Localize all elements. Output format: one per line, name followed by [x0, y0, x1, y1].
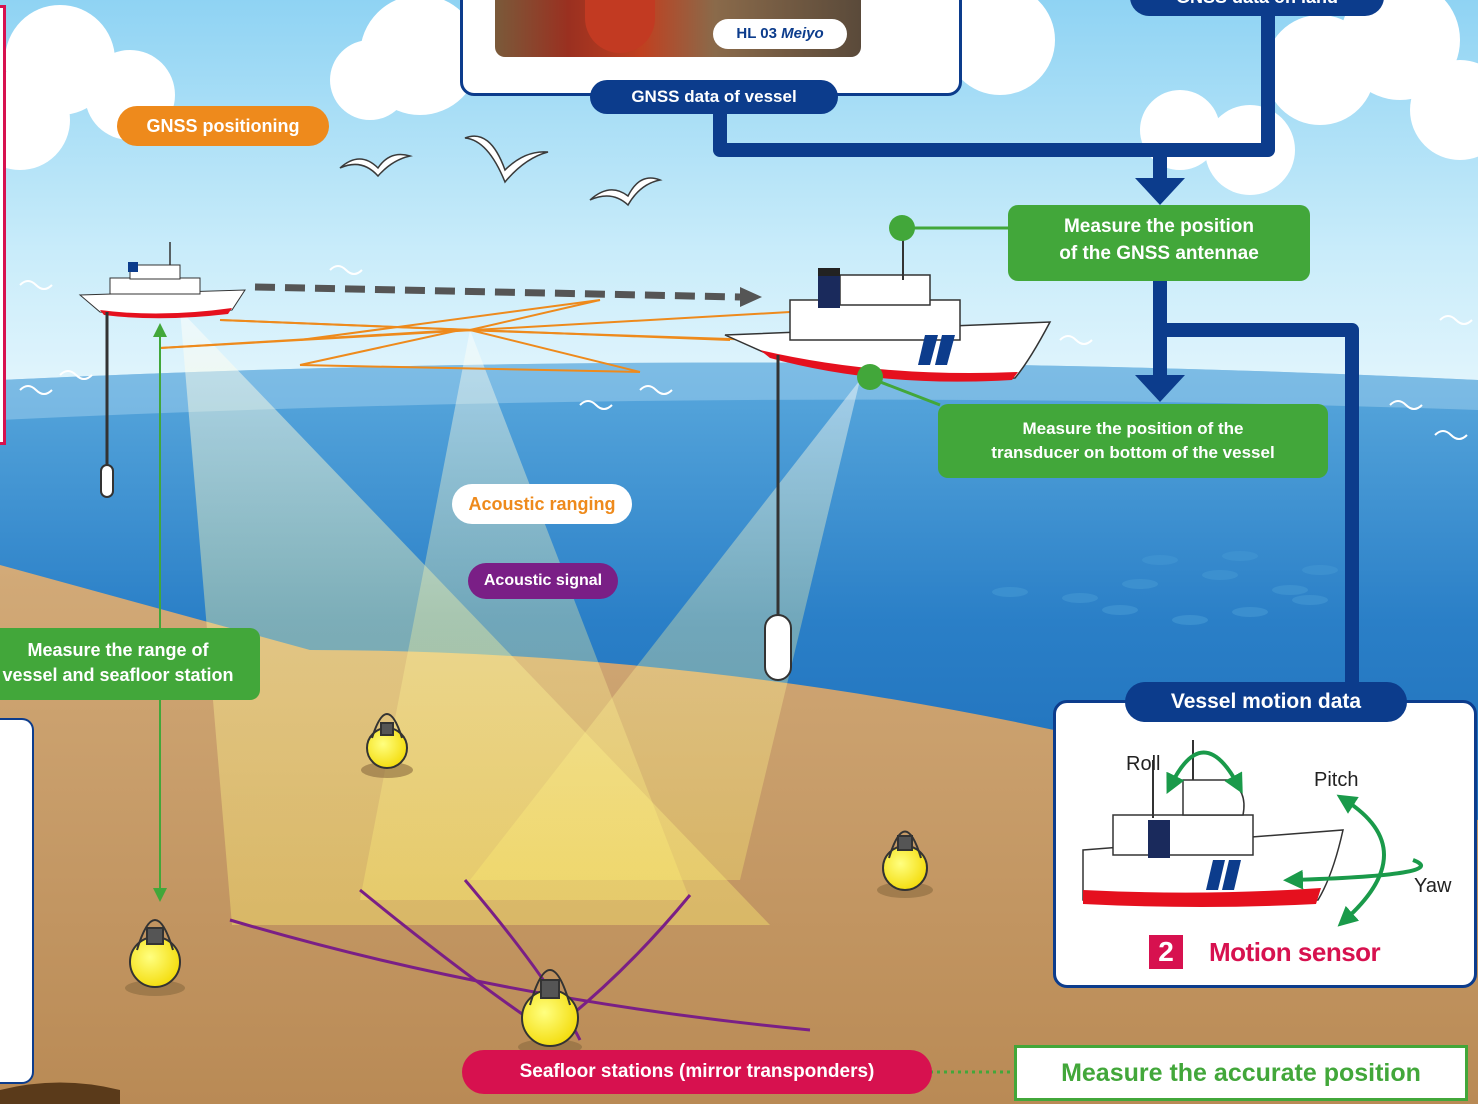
motion-sensor-label: Motion sensor — [1209, 937, 1381, 967]
gnss-antenna-marker — [889, 215, 915, 241]
measure-transducer-line2: transducer on bottom of the vessel — [991, 442, 1275, 462]
acoustic-signal-label: Acoustic signal — [468, 563, 618, 599]
pitch-label: Pitch — [1314, 769, 1359, 791]
data-arrow-heads — [1135, 178, 1185, 402]
vessel-code: HL 03 — [736, 25, 777, 42]
acoustic-ranging-label: Acoustic ranging — [452, 484, 632, 524]
seafloor-stations — [125, 713, 933, 1055]
measure-range-label: Measure the range of vessel and seafloor… — [0, 628, 260, 700]
vessel-name: Meiyo — [781, 25, 824, 42]
seafloor-station — [125, 919, 185, 996]
measure-range-line2: vessel and seafloor station — [2, 665, 234, 686]
vessel-photo-panel: HL 03 Meiyo — [460, 0, 962, 96]
measure-gnss-antennae-line1: Measure the position — [1063, 216, 1255, 237]
dark-rock — [0, 1082, 120, 1104]
fish-school — [992, 551, 1338, 625]
waves — [19, 265, 1473, 440]
acoustic-beams — [180, 310, 860, 925]
measure-accurate-position-box: Measure the accurate position — [1014, 1045, 1468, 1101]
measure-gnss-antennae-line2: of the GNSS antennae — [1059, 242, 1259, 264]
measure-gnss-antennae-label: Measure the position of the GNSS antenna… — [1008, 205, 1310, 281]
sea-band — [0, 362, 1478, 420]
measure-range-line1: Measure the range of — [27, 640, 209, 660]
travel-arrow — [254, 283, 762, 307]
motion-diagram — [1082, 740, 1423, 927]
vessel-motion-data-label: Vessel motion data — [1125, 682, 1407, 722]
seafloor-station — [877, 830, 933, 898]
motion-sensor-number: 2 — [1149, 935, 1183, 969]
survey-ship-large — [724, 240, 1052, 681]
transducer-marker — [857, 364, 883, 390]
left-lower-panel — [0, 718, 34, 1084]
seagulls — [339, 135, 663, 207]
gnss-positioning-label: GNSS positioning — [117, 106, 329, 146]
ranging-lines — [159, 299, 791, 373]
rotation-arrows — [1166, 750, 1423, 927]
motion-ship — [1082, 740, 1344, 907]
survey-ship-small — [78, 242, 246, 498]
vessel-photo-caption: HL 03 Meiyo — [713, 19, 847, 49]
clouds — [0, 0, 1478, 195]
left-info-panel — [0, 5, 6, 445]
vessel-motion-panel: Roll Pitch Yaw 2 Motion sensor — [1053, 700, 1477, 988]
seafloor-stations-label: Seafloor stations (mirror transponders) — [462, 1050, 932, 1094]
measure-transducer-line1: Measure the position of the — [1022, 419, 1244, 438]
measure-transducer-label: Measure the position of the transducer o… — [938, 404, 1328, 478]
seafloor-station — [361, 713, 413, 778]
yaw-label: Yaw — [1414, 875, 1452, 897]
roll-label: Roll — [1126, 753, 1161, 775]
gnss-data-of-vessel-label: GNSS data of vessel — [590, 80, 838, 114]
photo-hull — [585, 0, 655, 53]
